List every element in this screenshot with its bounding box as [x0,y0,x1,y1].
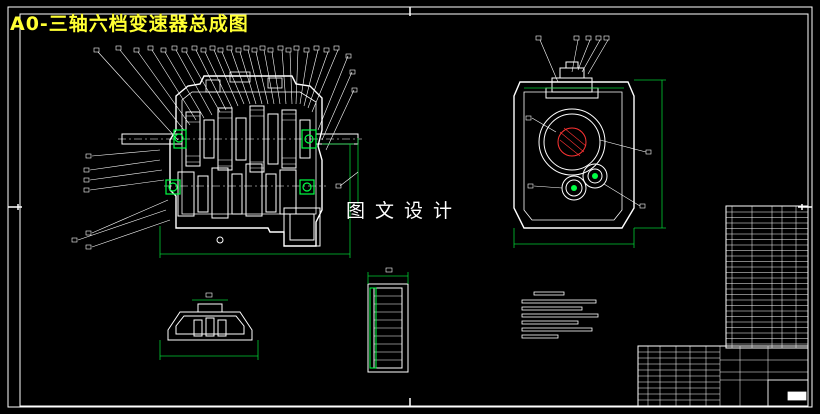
side-view [513,35,666,248]
watermark-text: 图文设计 [346,200,463,222]
housing-outline [169,75,323,247]
detail-shaft [367,267,409,373]
side-housing [513,81,635,229]
detail-cover [159,292,259,360]
bearing-highlights [165,129,317,195]
countershaft-gears [177,163,297,219]
technical-notes [521,291,599,339]
drawing-title: A0-三轴六档变速器总成图 [10,13,249,35]
main-section-view [71,45,362,258]
side-gears [538,108,608,201]
dimension-lines [159,138,359,258]
center-mark-left [8,204,22,210]
center-mark-right [798,204,812,210]
parts-list [725,205,809,349]
title-block [637,345,809,407]
